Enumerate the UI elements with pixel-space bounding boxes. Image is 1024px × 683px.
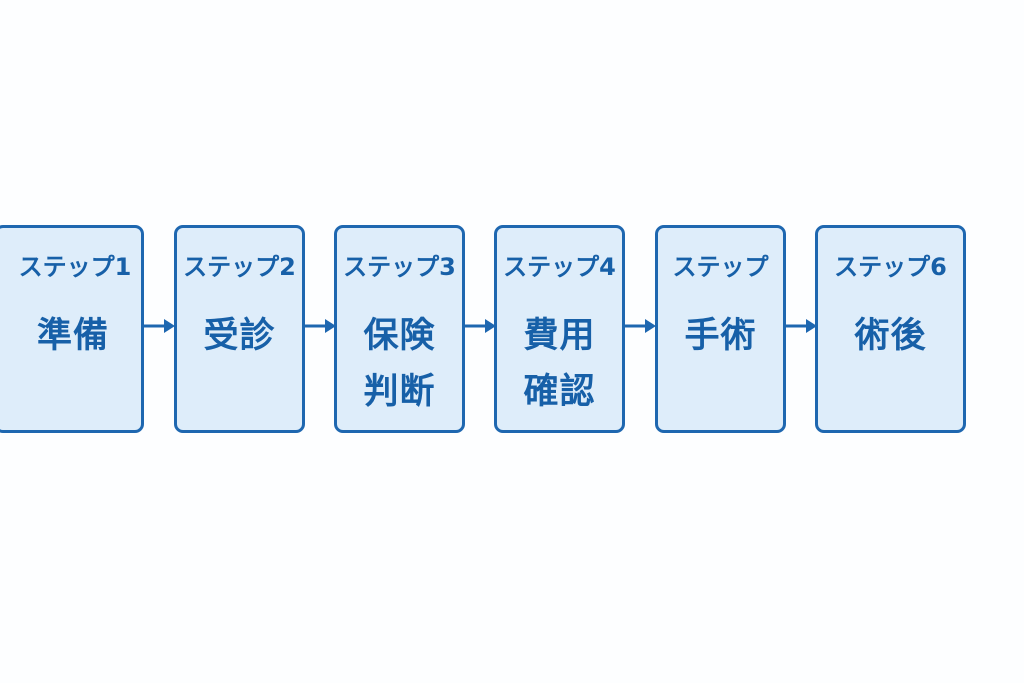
- step-2-box: ステップ2 受診: [174, 225, 305, 433]
- step-2-title: 受診: [203, 316, 276, 356]
- step-3-box: ステップ3 保険 判断: [334, 225, 465, 433]
- arrow-4-icon: [625, 319, 656, 333]
- step-1-title: 準備: [36, 316, 109, 356]
- arrow-2-icon: [305, 319, 336, 333]
- step-6-label: ステップ6: [834, 253, 947, 281]
- step-4-label: ステップ4: [503, 253, 616, 281]
- arrow-1-icon: [144, 319, 175, 333]
- step-1-label: ステップ1: [18, 253, 132, 281]
- step-5-box: ステップ 手術: [655, 225, 786, 433]
- step-2-label: ステップ2: [183, 253, 296, 281]
- step-6-box: ステップ6 術後: [815, 225, 966, 433]
- step-1-box: ステップ1 準備: [0, 225, 144, 433]
- step-5-label: ステップ: [672, 253, 769, 281]
- step-4-title: 費用 確認: [523, 316, 596, 412]
- step-4-box: ステップ4 費用 確認: [494, 225, 625, 433]
- step-3-label: ステップ3: [343, 253, 456, 281]
- arrow-3-icon: [465, 319, 496, 333]
- step-5-title: 手術: [684, 316, 757, 356]
- arrow-5-icon: [786, 319, 817, 333]
- step-6-title: 術後: [854, 316, 927, 356]
- step-3-title: 保険 判断: [363, 316, 436, 412]
